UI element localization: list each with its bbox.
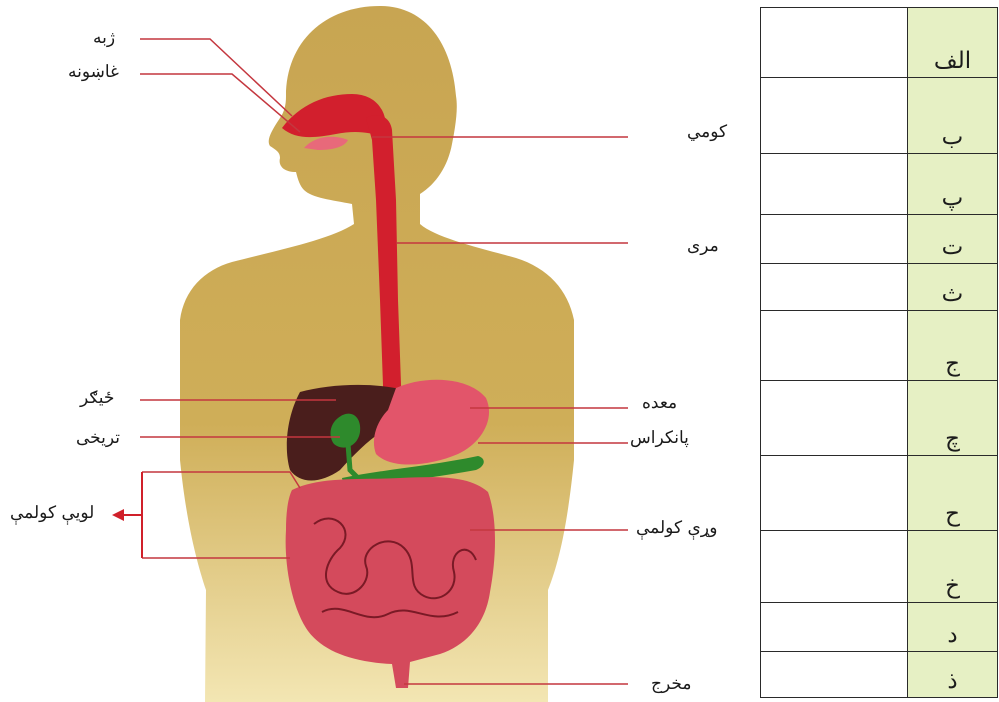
letter-cell: ح [908,456,998,531]
answer-table: الف ب پ ت ث ج چ ح خ د ذ [760,7,998,698]
letter-cell: ت [908,215,998,264]
answer-cell[interactable] [761,78,908,154]
label-meri: مری [687,238,719,255]
answer-cell[interactable] [761,215,908,264]
label-zhaba: ژبه [93,30,115,47]
answer-cell[interactable] [761,8,908,78]
table-row: ت [761,215,998,264]
letter-cell: ب [908,78,998,154]
table-row: ج [761,311,998,381]
table-row: ب [761,78,998,154]
table-row: د [761,603,998,652]
label-kumi: کومي [687,124,727,141]
letter-cell: ج [908,311,998,381]
label-pancreas: پانکراس [630,430,689,447]
table-row: چ [761,381,998,456]
table-row: ذ [761,652,998,698]
table-row: ح [761,456,998,531]
label-small-intestine: وړې کولمې [636,520,717,537]
table-row: خ [761,531,998,603]
answer-cell[interactable] [761,154,908,215]
diagram-figure [0,0,760,702]
letter-cell: ذ [908,652,998,698]
label-tarikhi: تریخی [76,430,120,447]
table-row: پ [761,154,998,215]
leader-zhaba [140,39,292,116]
label-ghashoone: غاښونه [68,64,119,81]
label-large-intestine: لویې کولمې [10,505,94,522]
letter-cell: چ [908,381,998,456]
letter-cell: د [908,603,998,652]
letter-cell: الف [908,8,998,78]
leader-ghashoone [140,74,300,132]
label-anus: مخرج [651,676,691,693]
large-intestine-bracket [122,472,142,558]
label-maida: معده [642,395,677,412]
table-row: ث [761,264,998,311]
answer-cell[interactable] [761,264,908,311]
answer-cell[interactable] [761,603,908,652]
answer-cell[interactable] [761,456,908,531]
answer-cell[interactable] [761,311,908,381]
answer-cell[interactable] [761,381,908,456]
letter-cell: خ [908,531,998,603]
table-row: الف [761,8,998,78]
answer-cell[interactable] [761,531,908,603]
answer-cell[interactable] [761,652,908,698]
letter-cell: پ [908,154,998,215]
large-intestine-arrowhead [112,509,124,521]
label-khiagar: ځیګر [80,390,114,407]
letter-cell: ث [908,264,998,311]
